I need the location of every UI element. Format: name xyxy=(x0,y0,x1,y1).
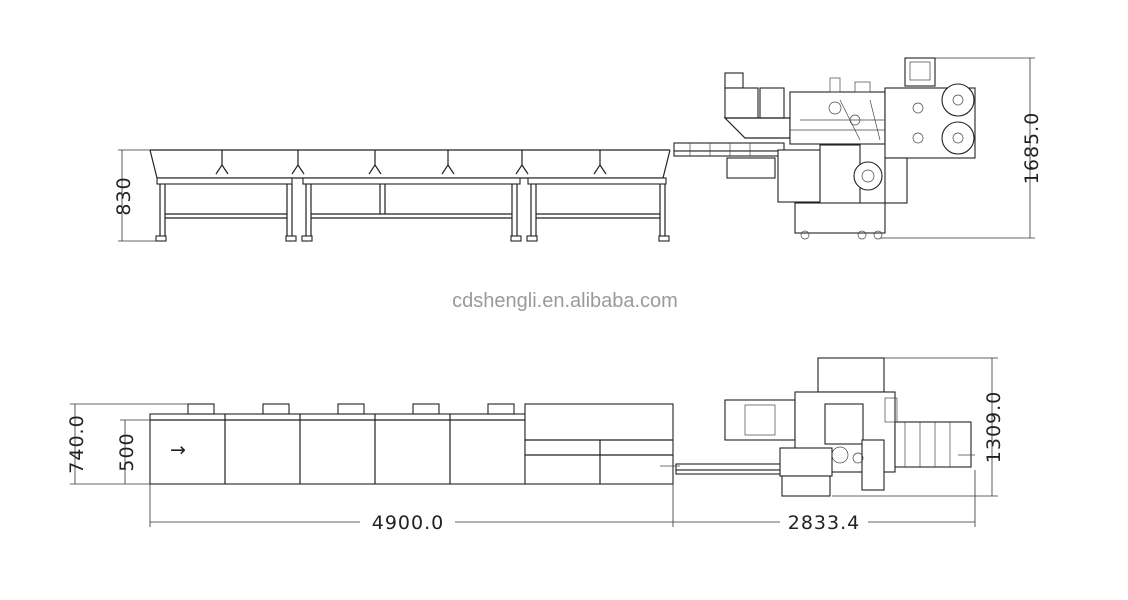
dimension-740 xyxy=(70,403,188,485)
infeed-conveyor-plan xyxy=(660,463,787,475)
dimension-500 xyxy=(120,419,150,484)
dimension-2833-label: 2833.4 xyxy=(788,512,860,534)
infeed-conveyor xyxy=(673,142,785,157)
dimension-740-label: 740.0 xyxy=(66,414,88,473)
flow-direction-arrow: → xyxy=(170,439,187,461)
side-elevation-view: 830 1685.0 xyxy=(113,57,1043,242)
feeder-trough-row xyxy=(149,149,671,179)
dimension-1309 xyxy=(832,357,998,497)
watermark-text: cdshengli.en.alibaba.com xyxy=(452,290,678,312)
dimension-2833 xyxy=(673,470,976,527)
dimension-830-label: 830 xyxy=(113,176,135,215)
wrapping-machine-side xyxy=(723,57,976,240)
plan-view: → xyxy=(66,357,1005,534)
dimension-4900-label: 4900.0 xyxy=(372,512,444,534)
feeder-table-2 xyxy=(301,177,522,242)
dimension-500-label: 500 xyxy=(116,432,138,471)
feeder-table-3 xyxy=(526,177,670,242)
dimension-830 xyxy=(118,149,156,242)
feeder-table-1 xyxy=(155,177,297,242)
dimension-1309-label: 1309.0 xyxy=(983,391,1005,463)
dimension-4900 xyxy=(149,484,674,527)
dimension-1685 xyxy=(880,57,1035,239)
dimension-1685-label: 1685.0 xyxy=(1021,112,1043,184)
hopper-feeder-plan xyxy=(149,403,674,485)
wrapping-machine-plan xyxy=(724,357,975,497)
